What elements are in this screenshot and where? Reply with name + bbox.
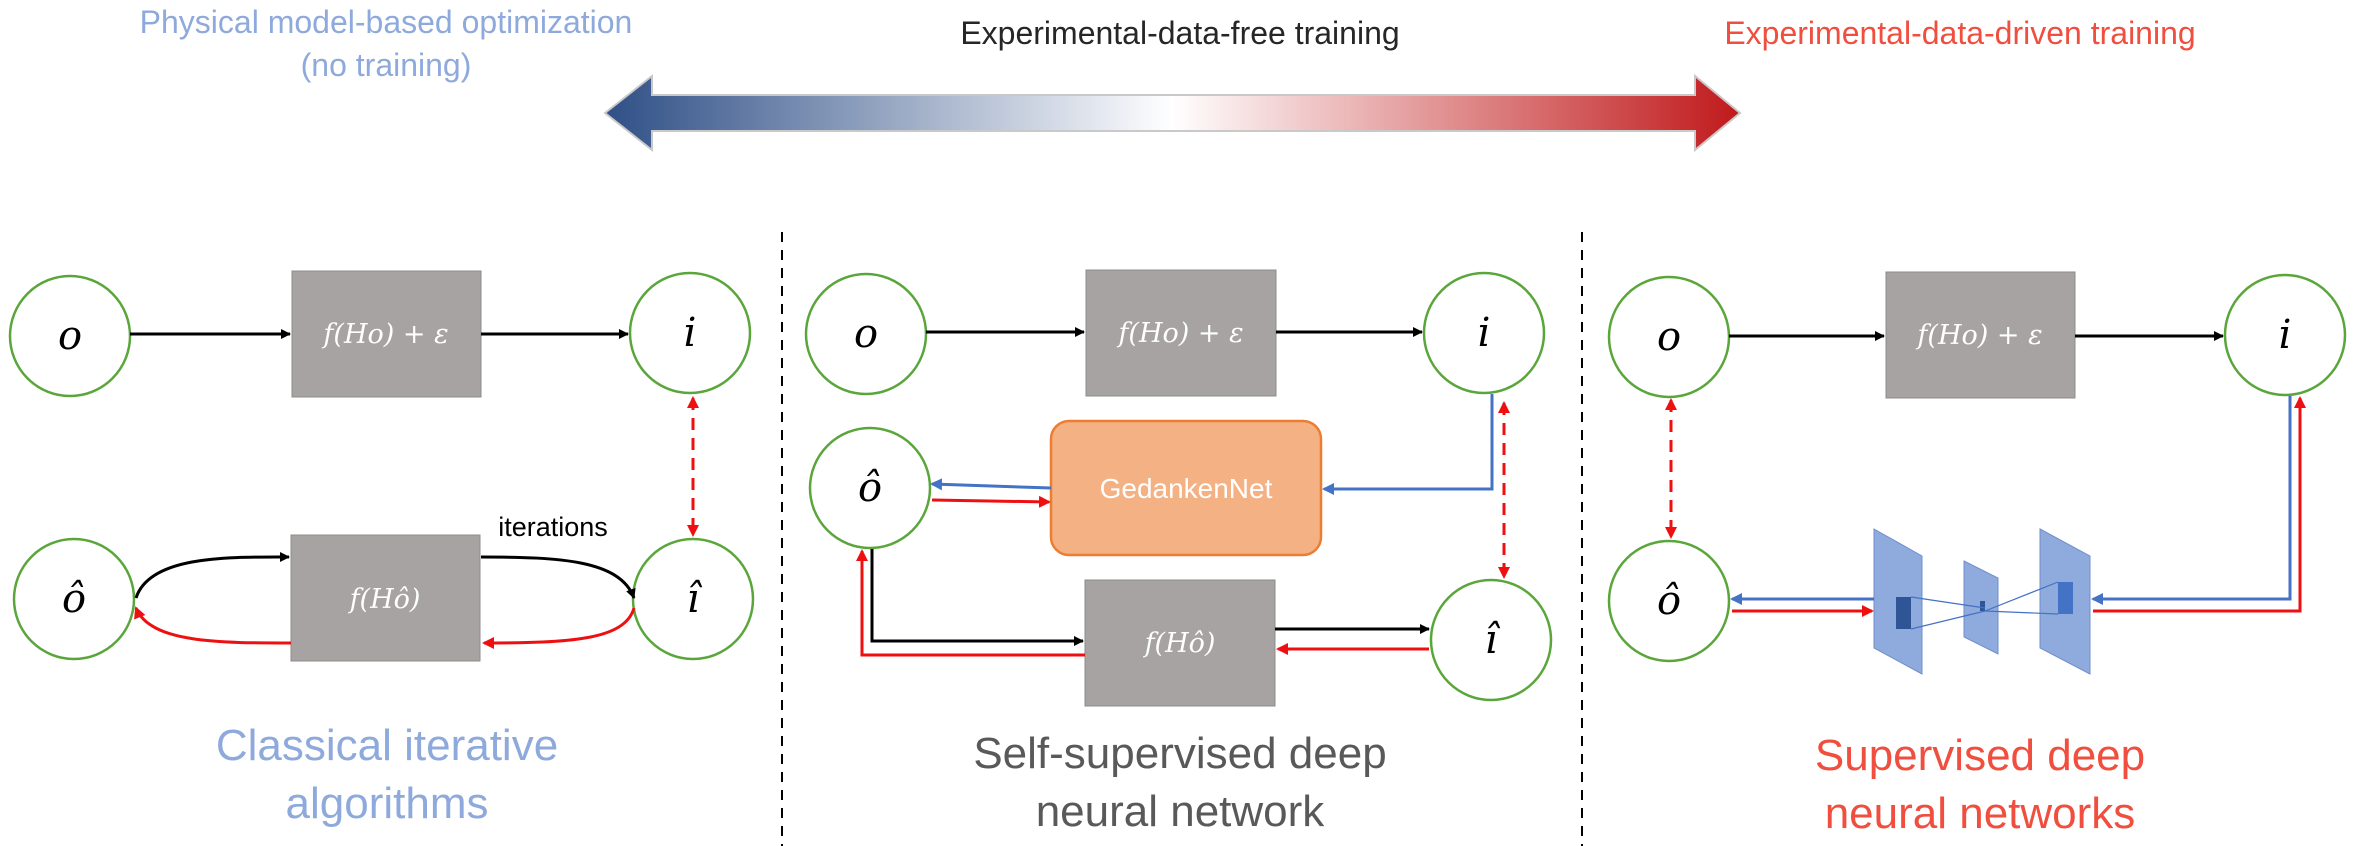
feedback-image-to-model bbox=[482, 607, 636, 649]
iterations-label: iterations bbox=[498, 512, 608, 542]
arrow-estimate-to-model bbox=[134, 551, 290, 599]
arrow-estimate-to-model bbox=[870, 549, 1084, 646]
image-node bbox=[2223, 273, 2347, 397]
gradient-double-arrow bbox=[603, 73, 1742, 153]
image-estimate-node bbox=[1429, 578, 1553, 702]
object-estimate-label: ô bbox=[1657, 578, 1681, 624]
header-left-label: Physical model-based optimization bbox=[140, 4, 633, 40]
image-label: i bbox=[2279, 312, 2292, 358]
nn-connection bbox=[1984, 581, 2059, 612]
image-estimate-label: î bbox=[1485, 617, 1501, 663]
object-estimate-node bbox=[808, 426, 932, 550]
object-estimate-label: ô bbox=[62, 576, 86, 622]
nn-connection bbox=[1984, 610, 2059, 615]
image-label: i bbox=[1478, 310, 1491, 356]
caption-self-line1: Self-supervised deep bbox=[973, 729, 1386, 778]
object-node bbox=[804, 272, 928, 396]
forward-model-label: f(Ho) + ε bbox=[1915, 320, 2042, 351]
forward-model-label: f(Ho) + ε bbox=[321, 319, 448, 350]
object-node bbox=[8, 274, 132, 398]
arrow-image-to-network bbox=[2091, 396, 2292, 605]
nn-kernel-2 bbox=[1980, 601, 1985, 611]
panel-self-supervised: o f(Ho) + ε i ô GedankenNet f(Hô) î Self… bbox=[804, 269, 1553, 836]
image-estimate-label: î bbox=[687, 576, 703, 622]
caption-self-line2: neural network bbox=[1036, 787, 1326, 836]
header-left-sublabel: (no training) bbox=[301, 47, 472, 83]
nn-kernel-1 bbox=[1896, 597, 1911, 629]
header-right-label: Experimental-data-driven training bbox=[1724, 15, 2195, 51]
forward-model-box bbox=[291, 270, 482, 398]
image-node bbox=[628, 271, 752, 395]
forward-model-box bbox=[1885, 271, 2076, 399]
object-estimate-label: ô bbox=[858, 465, 882, 511]
nn-kernel-3 bbox=[2058, 582, 2073, 614]
object-label: o bbox=[1657, 314, 1681, 360]
object-estimate-node bbox=[1607, 539, 1731, 663]
object-label: o bbox=[854, 311, 878, 357]
arrow-network-to-estimate bbox=[930, 478, 1052, 491]
caption-supervised-line1: Supervised deep bbox=[1815, 731, 2145, 780]
neural-network-layers bbox=[1873, 528, 2091, 675]
caption-supervised-line2: neural networks bbox=[1825, 789, 2136, 838]
nn-connection bbox=[1910, 610, 1986, 630]
feedback-estimate-to-network bbox=[931, 495, 1051, 508]
caption-classical-line1: Classical iterative bbox=[216, 721, 558, 770]
forward-model-label: f(Ho) + ε bbox=[1116, 318, 1243, 349]
image-estimate-node bbox=[631, 537, 755, 661]
estimate-model-label: f(Hô) bbox=[348, 584, 421, 615]
estimate-model-label: f(Hô) bbox=[1143, 628, 1216, 659]
header-center-label: Experimental-data-free training bbox=[960, 15, 1399, 51]
feedback-network-to-image bbox=[2093, 396, 2306, 613]
caption-classical-line2: algorithms bbox=[286, 779, 489, 828]
object-label: o bbox=[58, 313, 82, 359]
feedback-model-to-estimate bbox=[856, 549, 1085, 657]
object-estimate-node bbox=[12, 537, 136, 661]
image-label: i bbox=[684, 310, 697, 356]
estimate-model-box bbox=[1084, 579, 1276, 707]
gedankennet-label: GedankenNet bbox=[1100, 473, 1273, 504]
arrow-model-to-image-estimate bbox=[480, 555, 636, 599]
forward-model-box bbox=[1085, 269, 1277, 397]
feedback-model-to-estimate bbox=[134, 606, 292, 645]
panel-supervised: o f(Ho) + ε i ô Super bbox=[1607, 271, 2347, 838]
arrow-image-to-network bbox=[1322, 394, 1494, 495]
nn-connection bbox=[1910, 596, 1986, 609]
image-node bbox=[1422, 271, 1546, 395]
panel-classical: o f(Ho) + ε i ô f(Hô) î iterations Class… bbox=[8, 270, 755, 828]
estimate-model-box bbox=[290, 534, 481, 662]
